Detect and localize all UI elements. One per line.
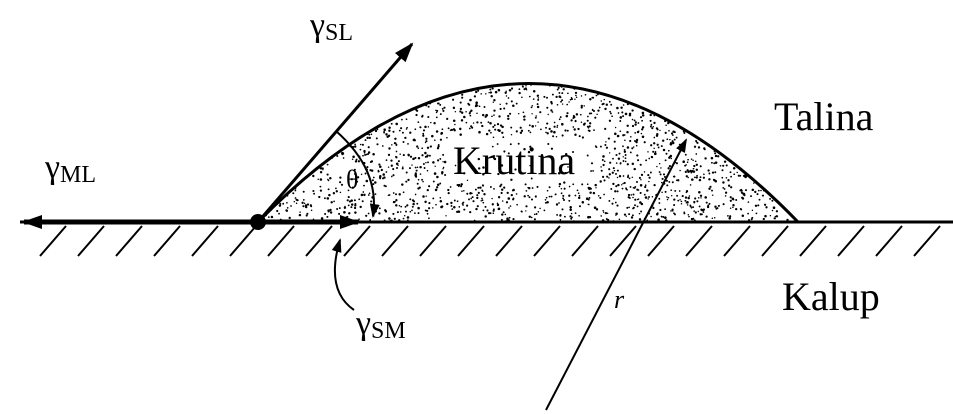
solid-label: Krutina (453, 138, 575, 183)
mold-hatching (39, 225, 941, 257)
mold-surface (20, 220, 953, 257)
gamma-sl-vector (256, 42, 414, 223)
radius-line (545, 138, 687, 411)
triple-point (250, 214, 266, 230)
gamma-ml-label: γML (44, 149, 96, 188)
gamma-sm-leader (331, 238, 355, 311)
gamma-sm-label: γSM (355, 305, 406, 344)
melt-label: Talina (774, 94, 874, 139)
theta-arc (335, 130, 380, 218)
mold-label: Kalup (782, 274, 880, 319)
gamma-sl-label: γSL (309, 7, 353, 46)
radius-label: r (614, 285, 625, 314)
theta-label: θ (346, 165, 358, 194)
